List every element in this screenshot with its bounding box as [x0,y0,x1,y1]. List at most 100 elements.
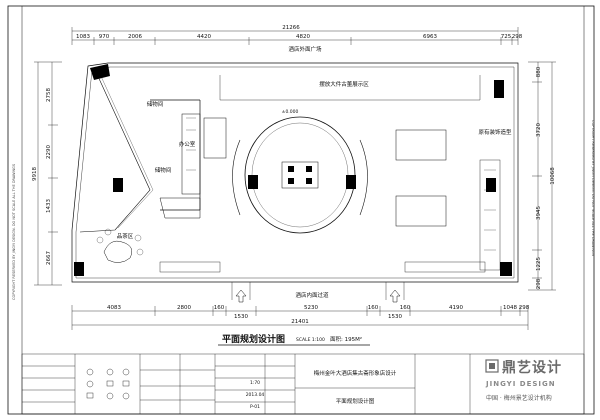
column-oval-right [346,175,356,189]
right-dimension-chain [528,61,556,291]
title-block-project: 梅州金叶大酒店集古斋形象店设计 [314,369,397,377]
company-logo [485,359,499,373]
bottom-dim-10: 1048 [503,305,517,311]
label-level-mark: ±0.000 [282,109,299,115]
top-dim-6: 6963 [423,34,437,40]
bottom-counter [159,197,201,219]
oval-black-mark-1 [288,166,294,172]
bottom-dim-8: 160 [400,305,411,311]
bottom-dim-2: 2800 [177,305,191,311]
label-exhibition-area: 摆放大件古董展示区 [319,80,369,88]
bottom-dim-6: 160 [368,305,379,311]
oval-black-mark-4 [306,178,312,184]
central-oval-display [244,116,356,234]
left-dim-4: 2667 [46,251,52,265]
top-dim-5: 4820 [296,34,310,40]
copyright-note-right: COPYRIGHT RESERVED BY JINGYI DESIGN. DO … [591,120,595,257]
right-dim-1: 880 [536,66,542,77]
outer-square-label: 酒店外面广场 [288,45,322,53]
entrance-arrow-right [389,289,401,303]
entrance-door-left [231,282,251,300]
bottom-dim-4: 1530 [234,314,248,320]
bottom-dimension-chain [71,305,529,330]
oval-black-mark-3 [288,178,294,184]
title-block [21,353,585,415]
inner-wall [75,66,515,279]
top-dim-8: 298 [512,34,523,40]
display-table-right-bottom [395,195,447,227]
right-dim-5: 298 [536,278,542,289]
column-right-top [494,80,504,98]
left-dimension-chain [34,61,62,286]
drawing-title: 平面规划设计图 [222,333,285,345]
drawing-area: 面积: 195M² [330,336,362,343]
label-custom-display: 原有装饰造型 [478,128,512,136]
column-bottom-left [74,262,84,276]
bottom-dim-3: 160 [214,305,225,311]
structural-columns [74,64,512,276]
label-office: 办公室 [179,140,196,148]
left-dim-2: 2290 [46,145,52,159]
entrance-arrows [235,289,401,303]
left-dim-1: 2758 [46,88,52,102]
entrance-door-right [385,282,405,300]
title-block-scale: 1:70 [250,380,260,386]
bottom-cabinet-right [404,261,486,273]
central-oval-inner [251,122,349,228]
oval-right-arc [359,139,368,216]
bottom-dim-1: 4083 [107,305,121,311]
drawing-scale: SCALE 1:100 [296,337,325,343]
bottom-dim-9: 4190 [449,305,463,311]
top-dim-1: 1083 [76,34,90,40]
title-block-drawing-name: 平面规划设计图 [336,397,375,405]
title-block-sheet: P-01 [250,404,260,410]
center-table [281,161,319,189]
column-bottom-right [500,262,512,276]
partition-wall-diagonal [79,71,151,233]
top-dim-4: 4420 [197,34,211,40]
display-table-right-top [395,129,447,161]
oval-left-arc [232,139,241,216]
top-total-dimension: 21266 [282,25,300,31]
upper-display-wall [219,75,481,101]
partition-wall-diagonal-2 [99,73,154,229]
label-storage-1: 储物间 [147,100,164,108]
top-dim-2: 970 [99,34,110,40]
right-dim-4: 1225 [536,257,542,271]
copyright-note-left: COPYRIGHT RESERVED BY JINGYI DESIGN. DO … [12,163,16,300]
bottom-dim-7: 1530 [388,314,402,320]
bottom-cabinet-left [159,261,221,273]
top-dim-3: 2006 [128,34,142,40]
bottom-dim-5: 5230 [304,305,318,311]
left-dim-3: 1433 [46,199,52,213]
label-hotel-corridor: 酒店内面过道 [295,291,329,299]
top-dim-7: 725 [501,34,512,40]
oval-black-mark-2 [306,166,312,172]
counter [181,113,201,195]
title-block-date: 2013.04 [246,392,265,398]
label-tea-room: 品茶区 [117,232,134,240]
column-right-mid [486,178,496,192]
top-dimension-chain [71,27,519,45]
right-cabinet [479,159,501,271]
right-dim-2: 3720 [536,123,542,137]
floor-plan [71,62,519,300]
company-subtitle: 中国 · 梅州景艺设计机构 [486,394,552,402]
bottom-dim-11: 298 [519,305,530,311]
company-name-en: JINGYI DESIGN [485,380,556,388]
legend-symbols [86,368,130,400]
left-total-dimension: 9918 [32,167,38,181]
bottom-total-dimension: 21401 [291,319,309,325]
label-storage-2: 储物间 [155,166,172,174]
tea-seating [103,240,132,263]
entrance-arrow-left [235,289,247,303]
column-top-left [90,64,110,80]
right-dim-3: 3945 [536,206,542,220]
outer-wall [71,62,519,283]
column-oval-left [248,175,258,189]
column-left-mid [113,178,123,192]
right-total-dimension: 10068 [550,167,556,185]
display-table-left-top [203,117,227,159]
company-name-cn: 鼎艺设计 [502,359,562,376]
